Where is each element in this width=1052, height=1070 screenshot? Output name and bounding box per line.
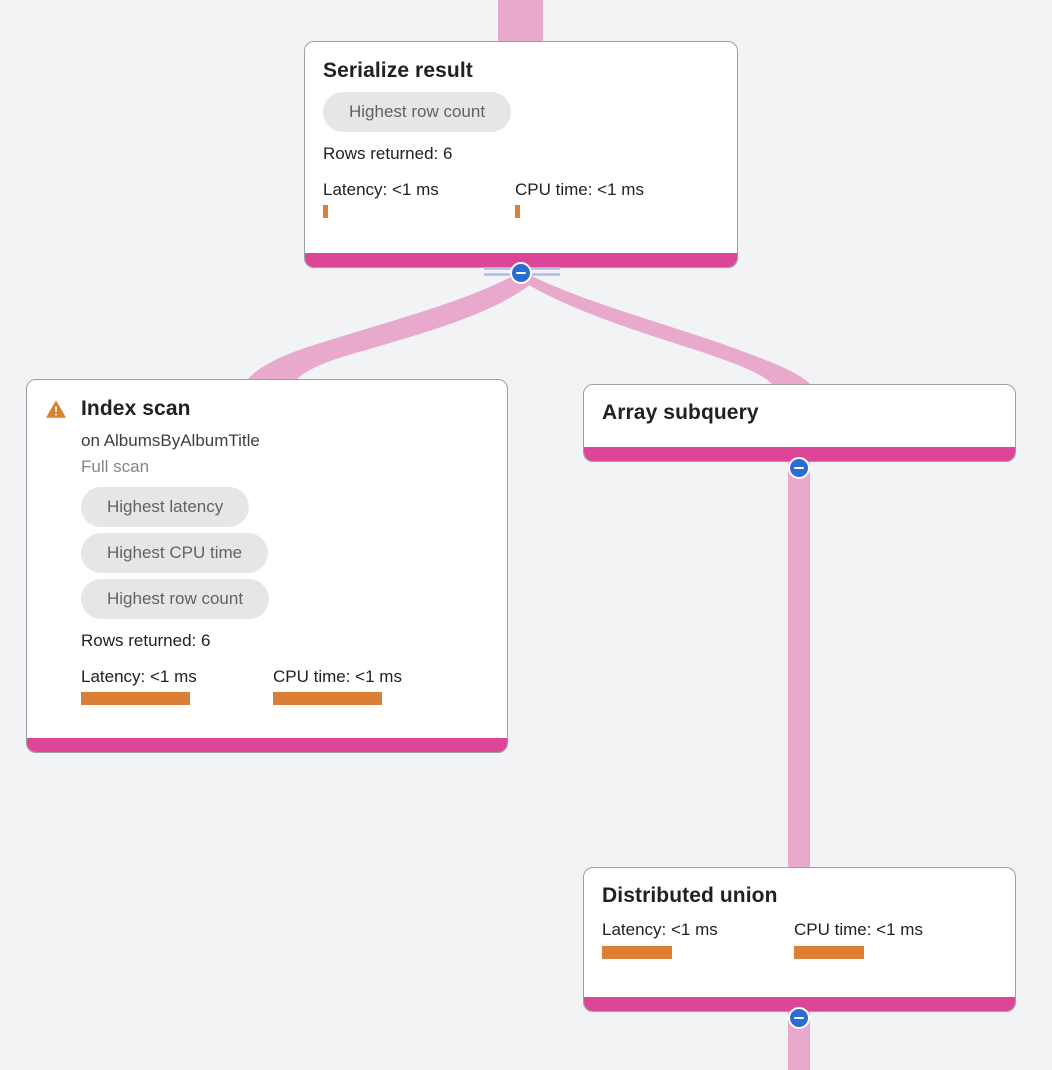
node-title: Serialize result [323, 59, 473, 82]
metric-cpu-time-bar [515, 205, 520, 219]
pill-highest-row-count: Highest row count [81, 579, 270, 620]
edge-serialize-to-array-subquery [524, 274, 810, 384]
pill-highest-row-count: Highest row count [323, 92, 512, 133]
metric-latency: Latency: <1 ms [81, 666, 273, 706]
metric-latency-bar [602, 945, 672, 959]
node-body: Array subquery [584, 385, 1015, 447]
warning-icon [46, 400, 66, 418]
node-title: Array subquery [602, 401, 759, 424]
node-pill-list: Highest row count [323, 92, 719, 133]
metric-cpu-time-bar [794, 945, 864, 959]
node-footer-bar [27, 738, 507, 752]
node-metrics: Latency: <1 ms CPU time: <1 ms [81, 666, 489, 706]
node-pill-list: Highest latency Highest CPU time Highest… [81, 487, 489, 620]
node-scan-type: Full scan [81, 456, 150, 476]
node-metrics: Latency: <1 ms CPU time: <1 ms [323, 179, 719, 219]
node-body: Index scan on AlbumsByAlbumTitle Full sc… [27, 380, 507, 738]
rows-returned-text: Rows returned: 6 [323, 144, 453, 164]
metric-cpu-time: CPU time: <1 ms [273, 666, 402, 706]
metric-cpu-time-label: CPU time: <1 ms [794, 920, 923, 940]
node-array-subquery[interactable]: Array subquery [583, 384, 1016, 462]
metric-cpu-time-label: CPU time: <1 ms [273, 667, 402, 687]
metric-latency-bar [81, 692, 190, 706]
node-index-scan[interactable]: Index scan on AlbumsByAlbumTitle Full sc… [26, 379, 508, 753]
node-title-row: Serialize result [323, 58, 719, 84]
node-footer-bar [584, 447, 1015, 461]
edge-serialize-to-index-scan [244, 272, 536, 384]
metric-cpu-time: CPU time: <1 ms [515, 179, 644, 219]
edge-parent-to-serialize [498, 0, 543, 46]
node-metrics: Latency: <1 ms CPU time: <1 ms [602, 919, 997, 959]
node-body: Distributed union Latency: <1 ms CPU tim… [584, 868, 1015, 997]
node-title-row: Distributed union [602, 883, 997, 909]
metric-cpu-time-bar [273, 692, 382, 706]
toggle-distributed-union[interactable] [788, 1007, 810, 1029]
metric-latency-label: Latency: <1 ms [323, 180, 439, 200]
node-title-row: Array subquery [602, 400, 997, 426]
node-title: Distributed union [602, 884, 778, 907]
node-title-row: Index scan [45, 396, 489, 422]
node-footer-bar [305, 253, 737, 267]
node-title: Index scan [81, 397, 191, 420]
node-serialize-result[interactable]: Serialize result Highest row count Rows … [304, 41, 738, 268]
metric-latency: Latency: <1 ms [602, 919, 794, 959]
metric-latency-bar [323, 205, 328, 219]
pill-highest-cpu-time: Highest CPU time [81, 533, 269, 574]
edge-array-subquery-to-distributed-union [788, 462, 810, 870]
metric-cpu-time-label: CPU time: <1 ms [515, 180, 644, 200]
toggle-serialize-result[interactable] [510, 262, 532, 284]
metric-latency-label: Latency: <1 ms [81, 667, 197, 687]
rows-returned-text: Rows returned: 6 [81, 631, 211, 651]
toggle-array-subquery[interactable] [788, 457, 810, 479]
metric-latency: Latency: <1 ms [323, 179, 515, 219]
node-footer-bar [584, 997, 1015, 1011]
node-body: Serialize result Highest row count Rows … [305, 42, 737, 253]
metric-latency-label: Latency: <1 ms [602, 920, 718, 940]
node-subtitle: on AlbumsByAlbumTitle [81, 431, 260, 451]
metric-cpu-time: CPU time: <1 ms [794, 919, 923, 959]
node-distributed-union[interactable]: Distributed union Latency: <1 ms CPU tim… [583, 867, 1016, 1012]
pill-highest-latency: Highest latency [81, 487, 250, 528]
